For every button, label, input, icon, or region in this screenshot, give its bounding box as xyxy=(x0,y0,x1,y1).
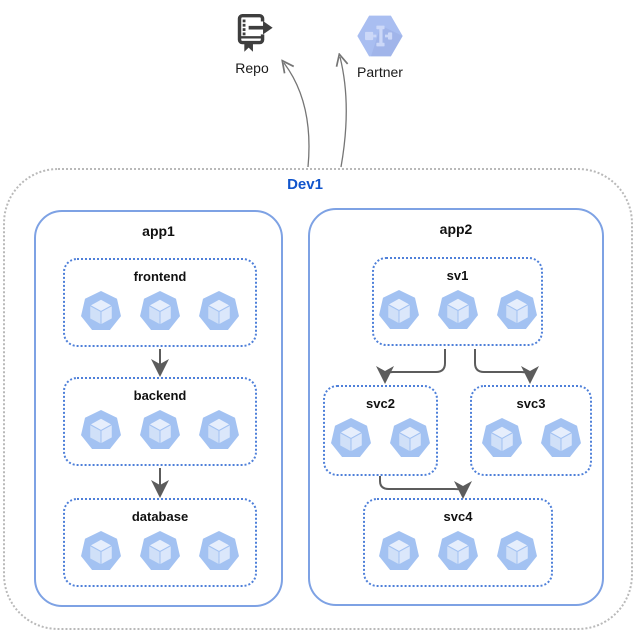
pod-icon xyxy=(199,410,239,449)
repo-label: Repo xyxy=(235,60,269,76)
service-svc4: svc4 xyxy=(363,498,553,587)
repo-node: Repo xyxy=(228,10,276,76)
app1-box: app1 frontend backend xyxy=(34,210,283,607)
app1-label: app1 xyxy=(142,223,175,239)
service-svc4-label: svc4 xyxy=(443,509,473,524)
pod-icon xyxy=(438,531,478,570)
service-frontend-label: frontend xyxy=(133,269,187,284)
svc4-pod-group xyxy=(365,530,551,572)
app2-label: app2 xyxy=(439,221,473,237)
sv1-pod-group xyxy=(374,289,541,331)
frontend-pod-group xyxy=(65,290,255,332)
backend-pod-group xyxy=(65,409,255,451)
pod-icon xyxy=(140,531,180,570)
svc2-pod-group xyxy=(325,417,436,459)
dev1-label: Dev1 xyxy=(287,176,323,193)
pod-icon xyxy=(81,291,121,330)
pod-icon xyxy=(481,418,522,457)
service-frontend: frontend xyxy=(63,258,257,347)
partner-node: Partner xyxy=(356,13,405,80)
pod-icon xyxy=(496,290,537,329)
database-pod-group xyxy=(65,530,255,572)
pod-icon xyxy=(540,418,581,457)
service-backend: backend xyxy=(63,377,257,466)
pod-icon xyxy=(81,410,121,449)
pod-icon xyxy=(379,531,419,570)
arrow-dev1-partner xyxy=(340,57,346,168)
arrow-dev1-repo xyxy=(284,63,310,168)
service-svc3: svc3 xyxy=(470,385,592,476)
pod-icon xyxy=(140,291,180,330)
service-sv1: sv1 xyxy=(372,257,543,346)
pod-icon xyxy=(497,531,537,570)
service-backend-label: backend xyxy=(133,388,187,403)
service-svc3-label: svc3 xyxy=(516,396,546,411)
pod-icon xyxy=(437,290,478,329)
service-sv1-label: sv1 xyxy=(446,268,469,283)
partner-hexagon-icon xyxy=(357,15,403,57)
repo-icon xyxy=(237,13,276,52)
pod-icon xyxy=(390,418,430,457)
pod-icon xyxy=(378,290,419,329)
pod-icon xyxy=(331,418,371,457)
svc3-pod-group xyxy=(472,417,590,459)
pod-icon xyxy=(199,531,239,570)
dev1-environment-box: app1 frontend backend xyxy=(3,168,633,630)
pod-icon xyxy=(81,531,121,570)
service-svc2-label: svc2 xyxy=(366,396,395,411)
app2-box: app2 sv1 svc2 xyxy=(308,208,604,606)
service-database-label: database xyxy=(131,509,189,524)
service-database: database xyxy=(63,498,257,587)
partner-label: Partner xyxy=(357,64,403,80)
service-svc2: svc2 xyxy=(323,385,438,476)
pod-icon xyxy=(199,291,239,330)
pod-icon xyxy=(140,410,180,449)
